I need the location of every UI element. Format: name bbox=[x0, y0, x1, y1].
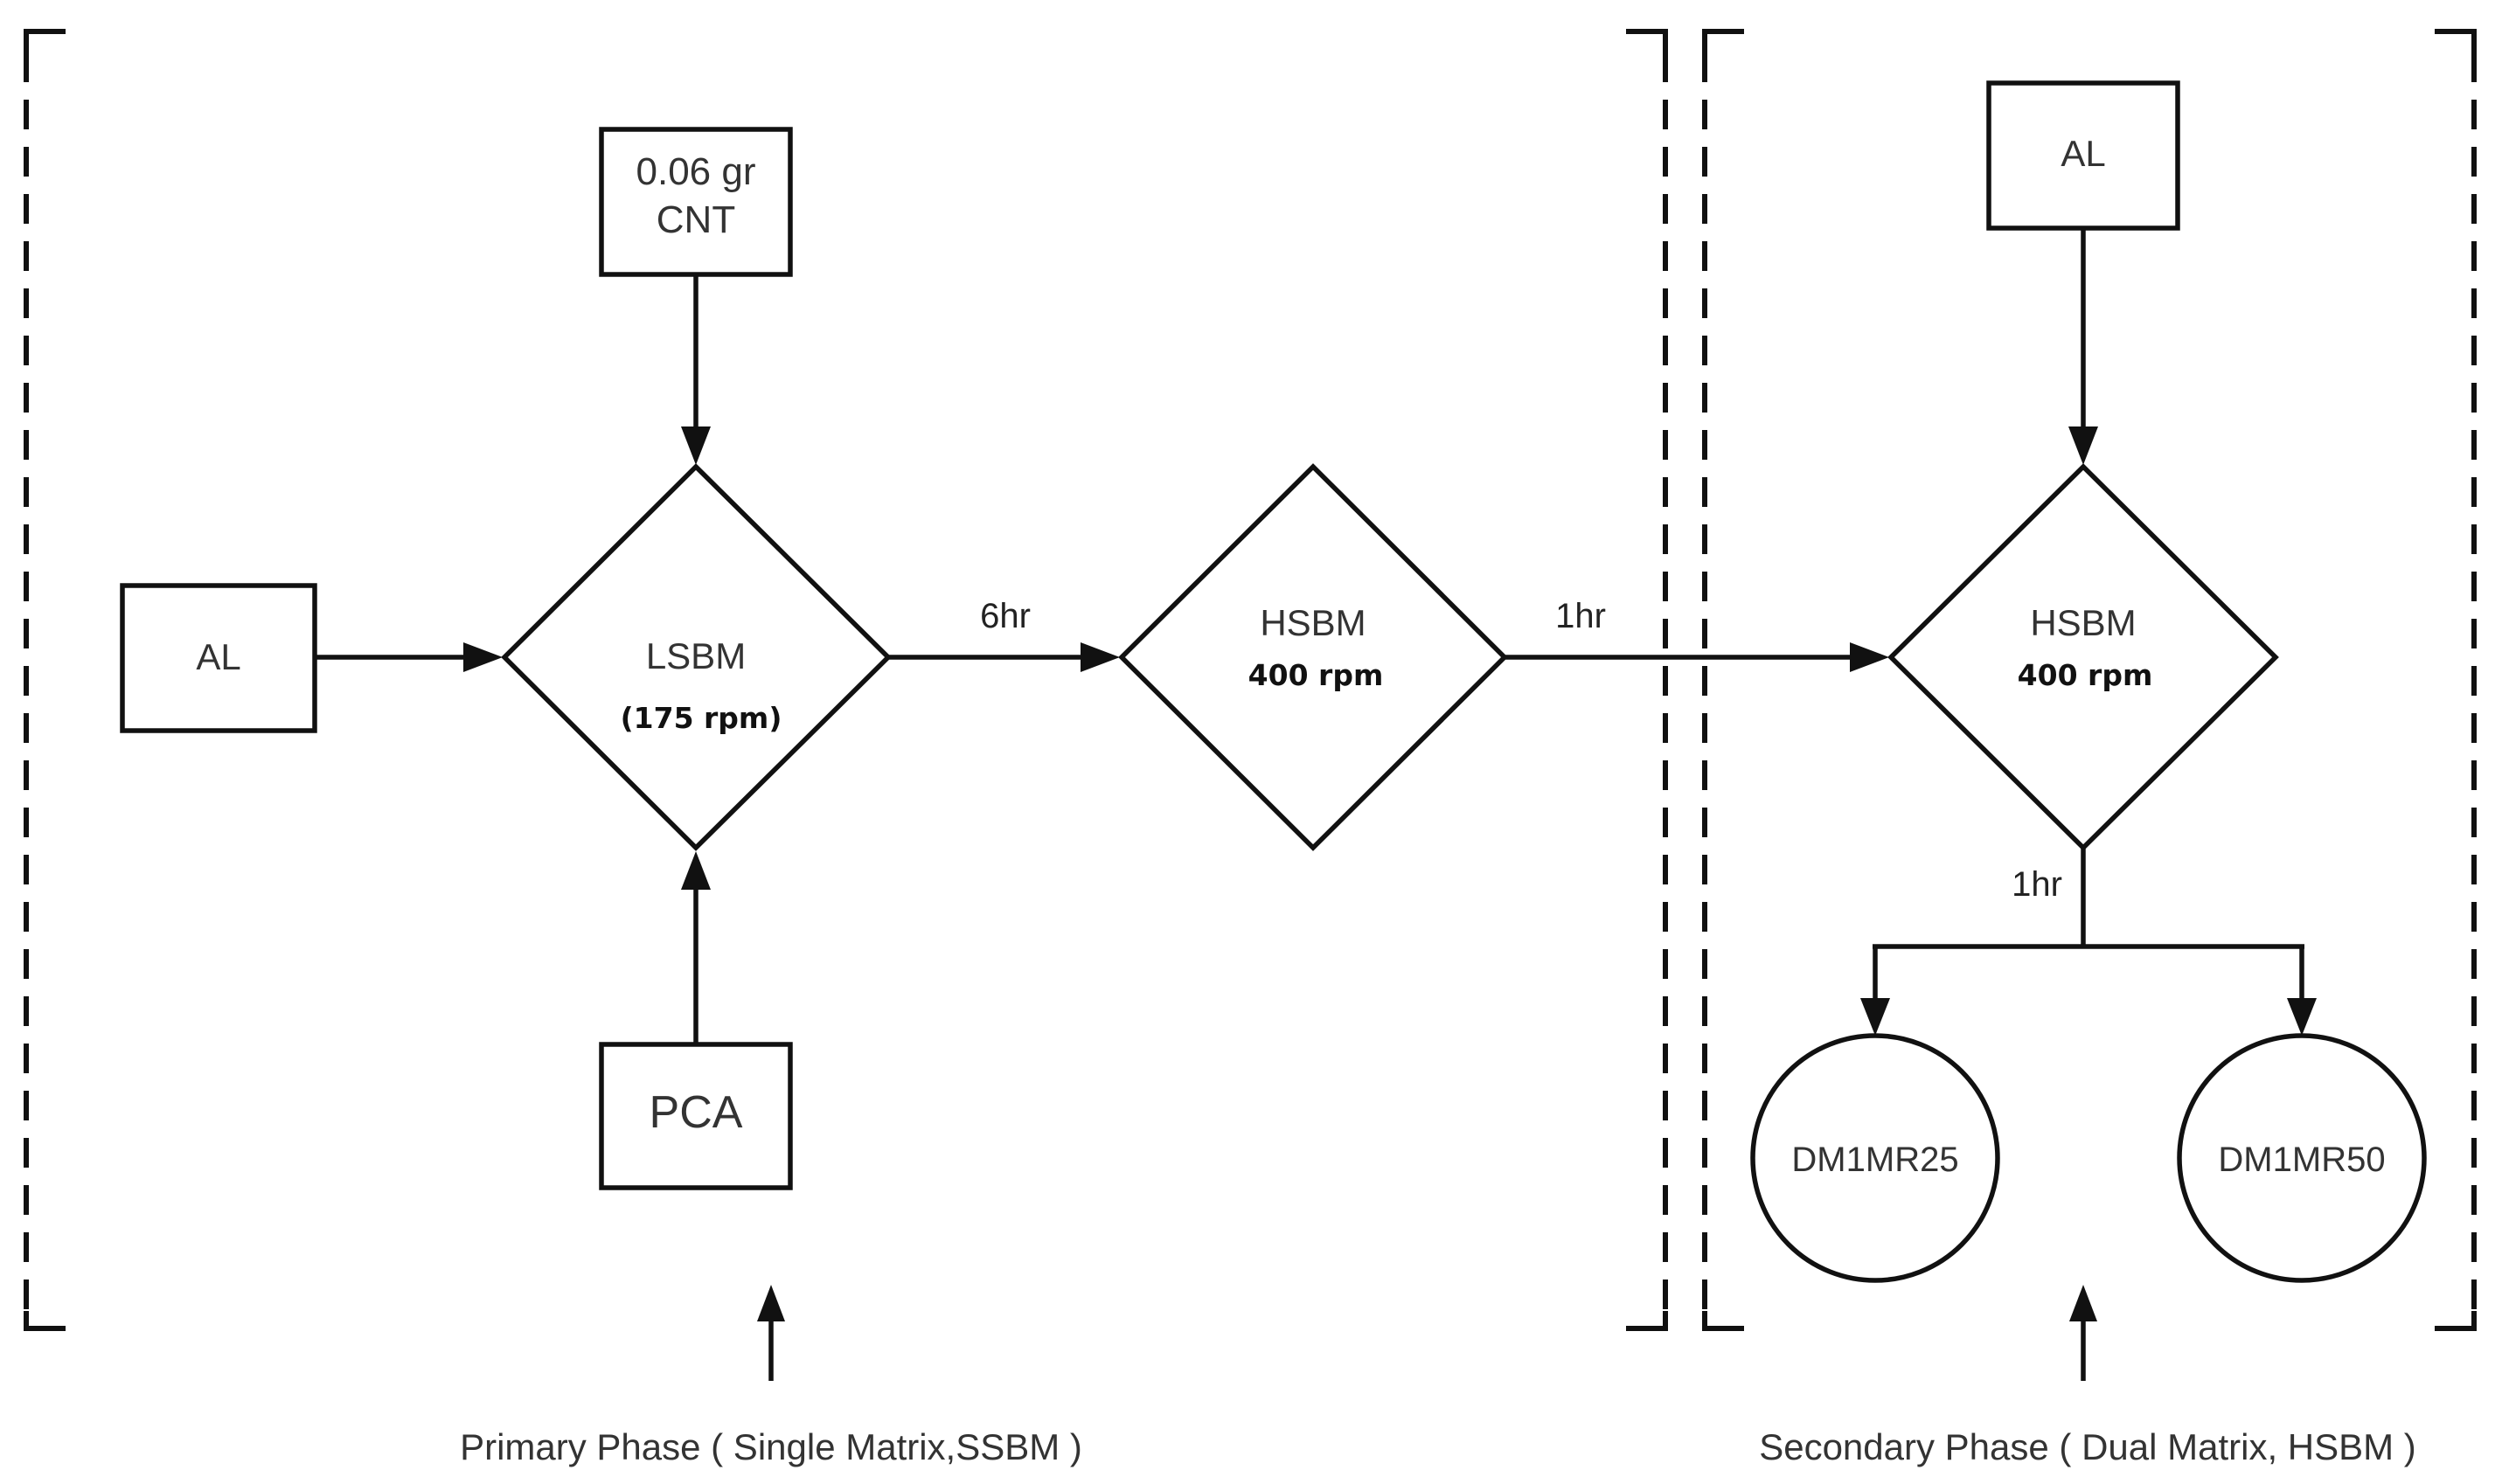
hsbm-label-primary: HSBM bbox=[1260, 602, 1366, 643]
primary-phase-bracket bbox=[24, 29, 1668, 1331]
secondary-phase-bracket bbox=[1702, 29, 2477, 1331]
primary-phase-caption: Primary Phase ( Single Matrix,SSBM ) bbox=[460, 1426, 1082, 1467]
al-input-box-primary: AL bbox=[120, 583, 317, 733]
lsbm-label: LSBM bbox=[646, 635, 746, 676]
secondary-phase-pointer-arrowhead bbox=[2069, 1285, 2097, 1321]
connectors bbox=[315, 228, 2317, 1381]
primary-phase-pointer-arrowhead bbox=[757, 1285, 785, 1321]
lsbm-process-diamond: LSBM (175 rpm) bbox=[501, 463, 892, 851]
cnt-amount-label: 0.06 gr bbox=[636, 150, 756, 193]
split-to-dm1mr50-arrowhead bbox=[2287, 998, 2317, 1036]
lsbm-to-hsbm-arrowhead bbox=[1081, 642, 1120, 672]
hsbm-label-secondary: HSBM bbox=[2030, 602, 2136, 643]
al-input-box-secondary: AL bbox=[1986, 80, 2180, 231]
dm1mr25-output-circle: DM1MR25 bbox=[1750, 1033, 2000, 1283]
dm1mr25-label: DM1MR25 bbox=[1791, 1141, 1958, 1179]
hsbm-to-secondary-hsbm-arrowhead bbox=[1850, 642, 1889, 672]
split-to-dm1mr25-arrowhead bbox=[1860, 998, 1890, 1036]
al-to-lsbm-arrowhead bbox=[463, 642, 503, 672]
cnt-material-label: CNT bbox=[657, 198, 735, 241]
pca-to-lsbm-arrowhead bbox=[681, 851, 711, 890]
al-label-primary: AL bbox=[196, 636, 240, 677]
pca-input-box: PCA bbox=[599, 1042, 793, 1190]
duration-label-split-1hr: 1hr bbox=[2012, 865, 2062, 904]
dm1mr50-label: DM1MR50 bbox=[2218, 1141, 2385, 1179]
al-to-secondary-hsbm-arrowhead bbox=[2068, 426, 2098, 465]
lsbm-speed-label: (175 rpm) bbox=[621, 701, 782, 735]
al-label-secondary: AL bbox=[2061, 133, 2105, 174]
cnt-to-lsbm-arrowhead bbox=[681, 426, 711, 465]
duration-label-transfer-1hr: 1hr bbox=[1555, 597, 1606, 635]
cnt-input-box: 0.06 gr CNT bbox=[599, 127, 793, 277]
duration-label-6hr: 6hr bbox=[980, 597, 1031, 635]
hsbm-speed-label-primary: 400 rpm bbox=[1248, 658, 1384, 692]
dm1mr50-output-circle: DM1MR50 bbox=[2177, 1033, 2427, 1283]
hsbm-process-diamond-primary: HSBM 400 rpm bbox=[1118, 463, 1508, 851]
hsbm-process-diamond-secondary: HSBM 400 rpm bbox=[1887, 463, 2279, 851]
secondary-phase-caption: Secondary Phase ( Dual Matrix, HSBM ) bbox=[1759, 1426, 2416, 1467]
pca-label: PCA bbox=[650, 1087, 743, 1138]
hsbm-speed-label-secondary: 400 rpm bbox=[2018, 658, 2153, 692]
